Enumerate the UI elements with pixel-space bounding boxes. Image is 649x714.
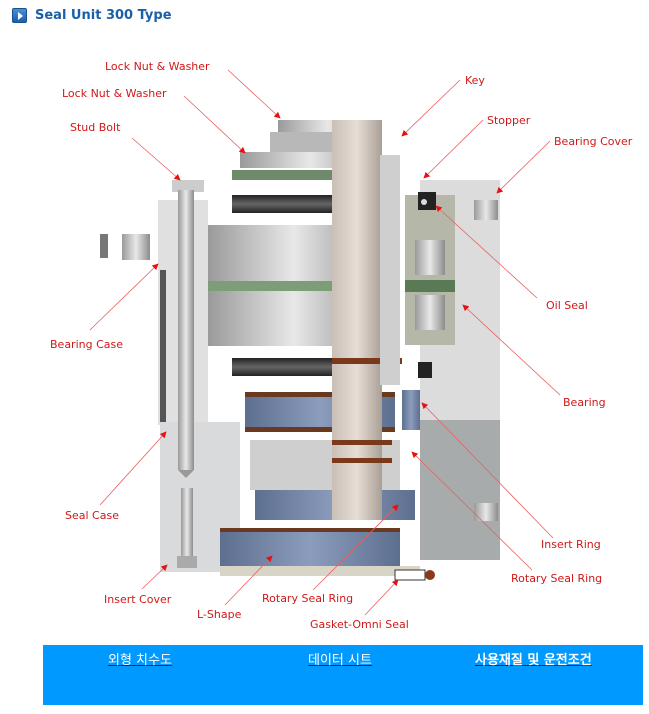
leader-insert-ring xyxy=(421,402,554,539)
label-bearing-case: Bearing Case xyxy=(50,338,123,351)
label-lock-nut-washer-2: Lock Nut & Washer xyxy=(62,87,167,100)
tab-data-sheet[interactable]: 데이터 시트 xyxy=(308,653,372,668)
label-seal-case: Seal Case xyxy=(65,509,119,522)
label-bearing: Bearing xyxy=(563,396,606,409)
leader-oil-seal xyxy=(435,205,538,299)
label-oil-seal: Oil Seal xyxy=(546,299,588,312)
play-arrow-icon xyxy=(12,7,27,23)
leader-bearing-case xyxy=(89,263,159,331)
leader-rotary-seal-ring-bottom xyxy=(312,504,399,591)
page-header: Seal Unit 300 Type xyxy=(12,5,172,25)
tab-dimension-drawing[interactable]: 외형 치수도 xyxy=(108,653,172,668)
leader-gasket xyxy=(364,579,399,616)
label-gasket-omni-seal: Gasket-Omni Seal xyxy=(310,618,409,631)
leader-seal-case xyxy=(99,431,167,506)
label-lock-nut-washer-1: Lock Nut & Washer xyxy=(105,60,210,73)
seal-unit-diagram: Lock Nut & Washer Lock Nut & Washer Stud… xyxy=(50,60,633,631)
label-bearing-cover: Bearing Cover xyxy=(554,135,633,148)
label-insert-ring: Insert Ring xyxy=(541,538,601,551)
label-key: Key xyxy=(465,74,485,87)
label-insert-cover: Insert Cover xyxy=(104,593,172,606)
tab-bar: 외형 치수도 데이터 시트 사용재질 및 운전조건 xyxy=(43,645,643,705)
leader-rotary-seal-ring-right xyxy=(411,451,533,571)
leader-l-shape xyxy=(224,555,273,606)
leader-insert-cover xyxy=(141,564,168,590)
leader-lock-nut-1 xyxy=(227,69,281,119)
leader-stopper xyxy=(423,119,484,179)
label-rotary-seal-ring-right: Rotary Seal Ring xyxy=(511,572,602,585)
label-rotary-seal-ring-bottom: Rotary Seal Ring xyxy=(262,592,353,605)
leader-bearing xyxy=(462,304,561,396)
tab-materials-conditions[interactable]: 사용재질 및 운전조건 xyxy=(475,653,592,668)
leader-bearing-cover xyxy=(496,140,551,194)
label-stud-bolt: Stud Bolt xyxy=(70,121,121,134)
label-stopper: Stopper xyxy=(487,114,531,127)
seal-body xyxy=(208,120,455,581)
leader-stud-bolt xyxy=(131,137,181,181)
leader-lock-nut-2 xyxy=(183,95,246,154)
stud-bolt-part xyxy=(178,190,194,470)
leader-key xyxy=(401,79,461,137)
page-title: Seal Unit 300 Type xyxy=(35,7,172,23)
label-l-shape: L-Shape xyxy=(197,608,242,621)
